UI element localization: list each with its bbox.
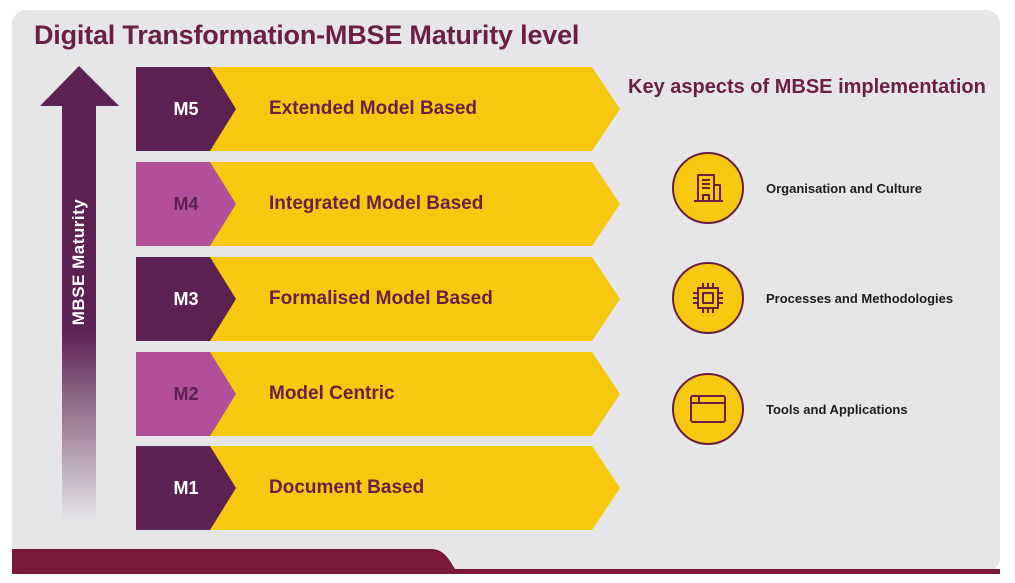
aspects-title: Key aspects of MBSE implementation: [628, 76, 986, 98]
level-m1-chevron: [136, 446, 620, 530]
level-m4-name: Integrated Model Based: [269, 193, 484, 214]
page-title: Digital Transformation-MBSE Maturity lev…: [34, 20, 580, 50]
level-m2: M2 Model Centric: [136, 352, 620, 436]
aspect-processes-label: Processes and Methodologies: [766, 290, 954, 306]
aspect-organisation-badge: [672, 152, 744, 224]
level-m5-chevron: [136, 67, 620, 151]
level-m5-name: Extended Model Based: [269, 98, 477, 119]
aspect-processes-badge: [672, 262, 744, 334]
level-m2-chevron: [136, 352, 620, 436]
app-window-icon: [690, 395, 726, 423]
level-m3-code: M3: [173, 288, 199, 309]
level-m2-name: Model Centric: [269, 383, 395, 404]
level-m4-code: M4: [173, 193, 199, 214]
aspect-tools-label: Tools and Applications: [766, 401, 908, 417]
footer-band: [12, 549, 1000, 574]
aspect-organisation-label: Organisation and Culture: [766, 180, 923, 196]
maturity-up-arrow: [40, 66, 119, 522]
level-m3: M3 Formalised Model Based: [136, 257, 620, 341]
aspect-tools: Tools and Applications: [672, 373, 992, 449]
level-m1: M1 Document Based: [136, 446, 620, 530]
level-m2-code: M2: [173, 383, 199, 404]
level-m4: M4 Integrated Model Based: [136, 162, 620, 246]
building-icon: [694, 174, 723, 202]
level-m3-name: Formalised Model Based: [269, 288, 493, 309]
level-m3-chevron: [136, 257, 620, 341]
aspect-processes: Processes and Methodologies: [672, 262, 992, 338]
level-m4-chevron: [136, 162, 620, 246]
level-m5-code: M5: [173, 98, 199, 119]
axis-label: MBSE Maturity: [69, 198, 88, 326]
level-m1-name: Document Based: [269, 477, 425, 498]
chip-icon: [693, 283, 723, 313]
level-m5: M5 Extended Model Based: [136, 67, 620, 151]
aspect-organisation: Organisation and Culture: [672, 152, 992, 228]
aspect-tools-badge: [672, 373, 744, 445]
level-m1-code: M1: [173, 477, 199, 498]
